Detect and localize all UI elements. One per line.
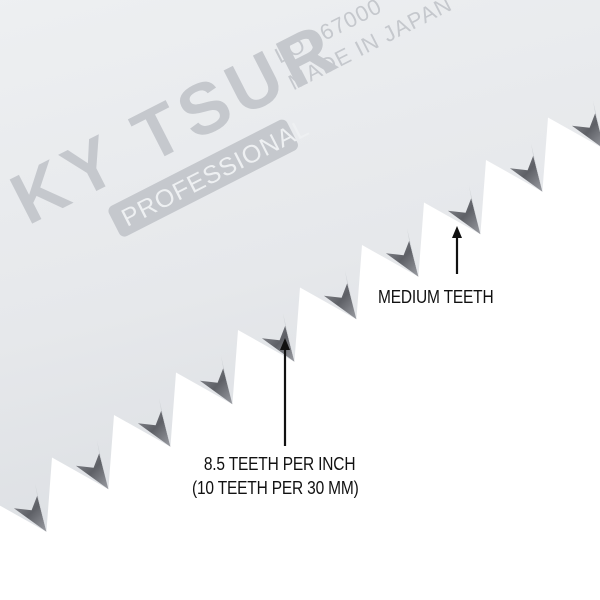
tooth-bevel — [75, 453, 109, 490]
arrow-medium-teeth-icon — [452, 226, 462, 274]
tooth-highlight — [407, 228, 419, 277]
tpi-line-1: 8.5 TEETH PER INCH — [203, 454, 356, 474]
tooth-bevel — [261, 325, 295, 362]
tooth-highlight — [97, 440, 109, 490]
tooth-bevel — [385, 240, 419, 277]
tooth-bevel — [509, 155, 543, 192]
teeth-per-inch-label: 8.5 TEETH PER INCH (10 TEETH PER 30 MM) — [192, 452, 359, 500]
tooth-highlight — [159, 398, 171, 447]
tooth-bevel — [199, 368, 233, 405]
tooth-bevel — [323, 283, 357, 320]
tooth-bevel — [571, 113, 600, 147]
tooth-highlight — [345, 270, 357, 320]
tooth-highlight — [35, 483, 47, 532]
tooth-bevel — [13, 495, 47, 532]
tooth-highlight — [593, 100, 600, 133]
tooth-highlight — [469, 185, 481, 235]
tooth-bevel — [447, 198, 481, 235]
tooth-highlight — [531, 143, 543, 192]
tooth-highlight — [221, 355, 233, 405]
saw-teeth — [13, 100, 600, 532]
tooth-highlight — [283, 313, 295, 362]
tpi-line-2: (10 TEETH PER 30 MM) — [192, 478, 359, 498]
blade-body — [0, 0, 600, 532]
tooth-bevel — [137, 410, 171, 447]
professional-badge — [108, 119, 298, 237]
medium-teeth-label: MEDIUM TEETH — [378, 287, 494, 307]
arrow-tpi-icon — [280, 338, 290, 446]
